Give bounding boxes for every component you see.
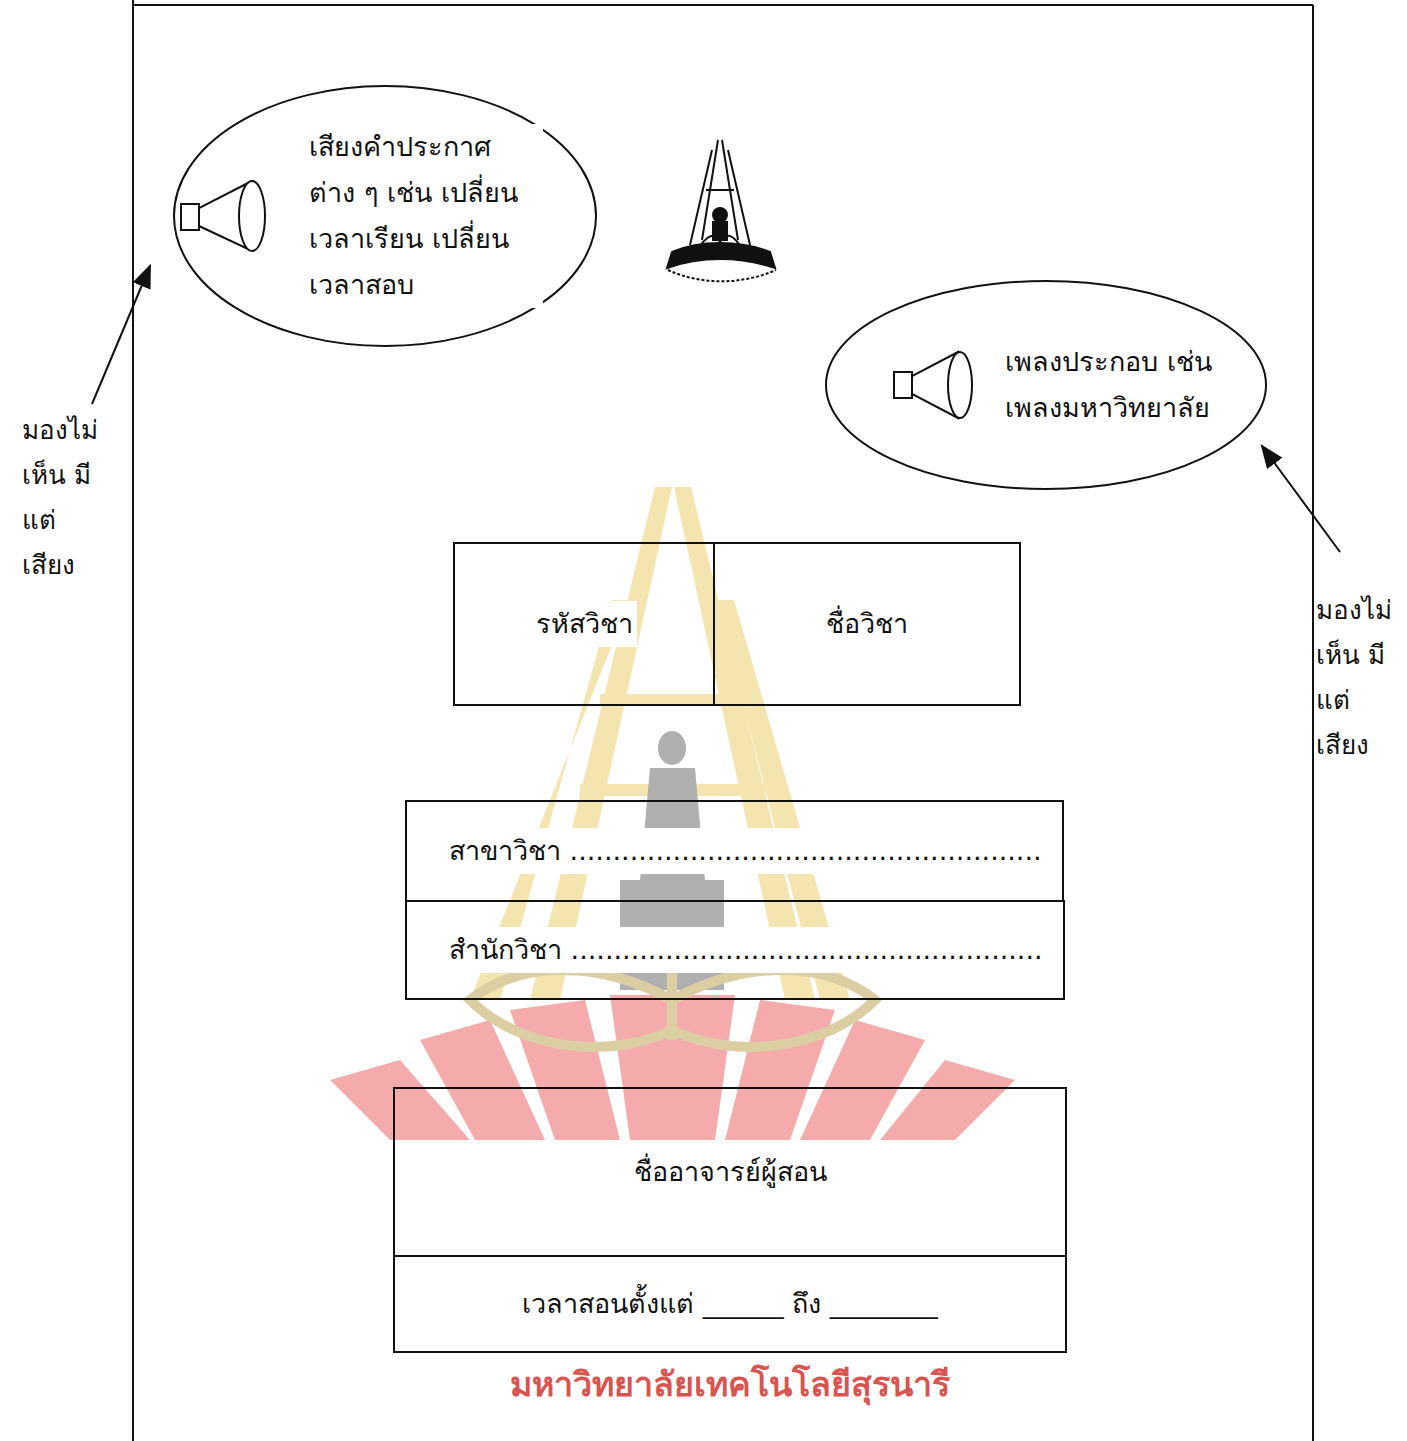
screen-frame: [133, 0, 1313, 1441]
major-box: สาขาวิชา ...............................…: [405, 800, 1064, 902]
watermark-emblem: [330, 487, 1015, 1140]
instructor-box: ชื่ออาจารย์ผู้สอน: [393, 1087, 1067, 1257]
node-text: เสียงคำประกาศ ต่าง ๆ เช่น เปลี่ยน เวลาเร…: [305, 124, 543, 308]
side-note: มองไม่ เห็น มีแต่ เสียง: [22, 408, 114, 588]
speaker-icon: [894, 352, 972, 418]
node-text: เวลาสอนตั้งแต่ ______ ถึง ________: [518, 1281, 942, 1327]
label-text: มองไม่ เห็น มีแต่ เสียง: [22, 415, 98, 580]
course-code-box: รหัสวิชา: [453, 542, 715, 706]
leader-arrow: [92, 266, 1340, 552]
ellipse-shape: [826, 281, 1266, 489]
node-text: ชื่อวิชา: [822, 601, 912, 647]
label-text: มองไม่ เห็น มีแต่ เสียง: [1316, 595, 1392, 760]
watermark-text: มหาวิทยาลัยเทคโนโลยีสุรนารี: [380, 1362, 1080, 1407]
ellipse-shape: [174, 86, 596, 346]
course-name-box: ชื่อวิชา: [713, 542, 1021, 706]
node-text: สาขาวิชา ...............................…: [445, 828, 1046, 874]
announcement-ellipse: เสียงคำประกาศ ต่าง ๆ เช่น เปลี่ยน เวลาเร…: [173, 85, 597, 347]
music-ellipse: เพลงประกอบ เช่น เพลงมหาวิทยาลัย: [825, 280, 1267, 490]
speaker-icon: [181, 181, 265, 251]
university-logo: [667, 140, 776, 281]
node-text: เพลงประกอบ เช่น เพลงมหาวิทยาลัย: [1001, 339, 1223, 431]
school-box: สำนักวิชา ..............................…: [405, 900, 1065, 1000]
node-text: ชื่ออาจารย์ผู้สอน: [630, 1149, 831, 1195]
teaching-time-box: เวลาสอนตั้งแต่ ______ ถึง ________: [393, 1255, 1067, 1353]
side-note: มองไม่ เห็น มีแต่ เสียง: [1316, 588, 1402, 768]
label-text: มหาวิทยาลัยเทคโนโลยีสุรนารี: [510, 1364, 950, 1404]
node-text: สำนักวิชา ..............................…: [445, 927, 1047, 973]
node-text: รหัสวิชา: [532, 601, 637, 647]
